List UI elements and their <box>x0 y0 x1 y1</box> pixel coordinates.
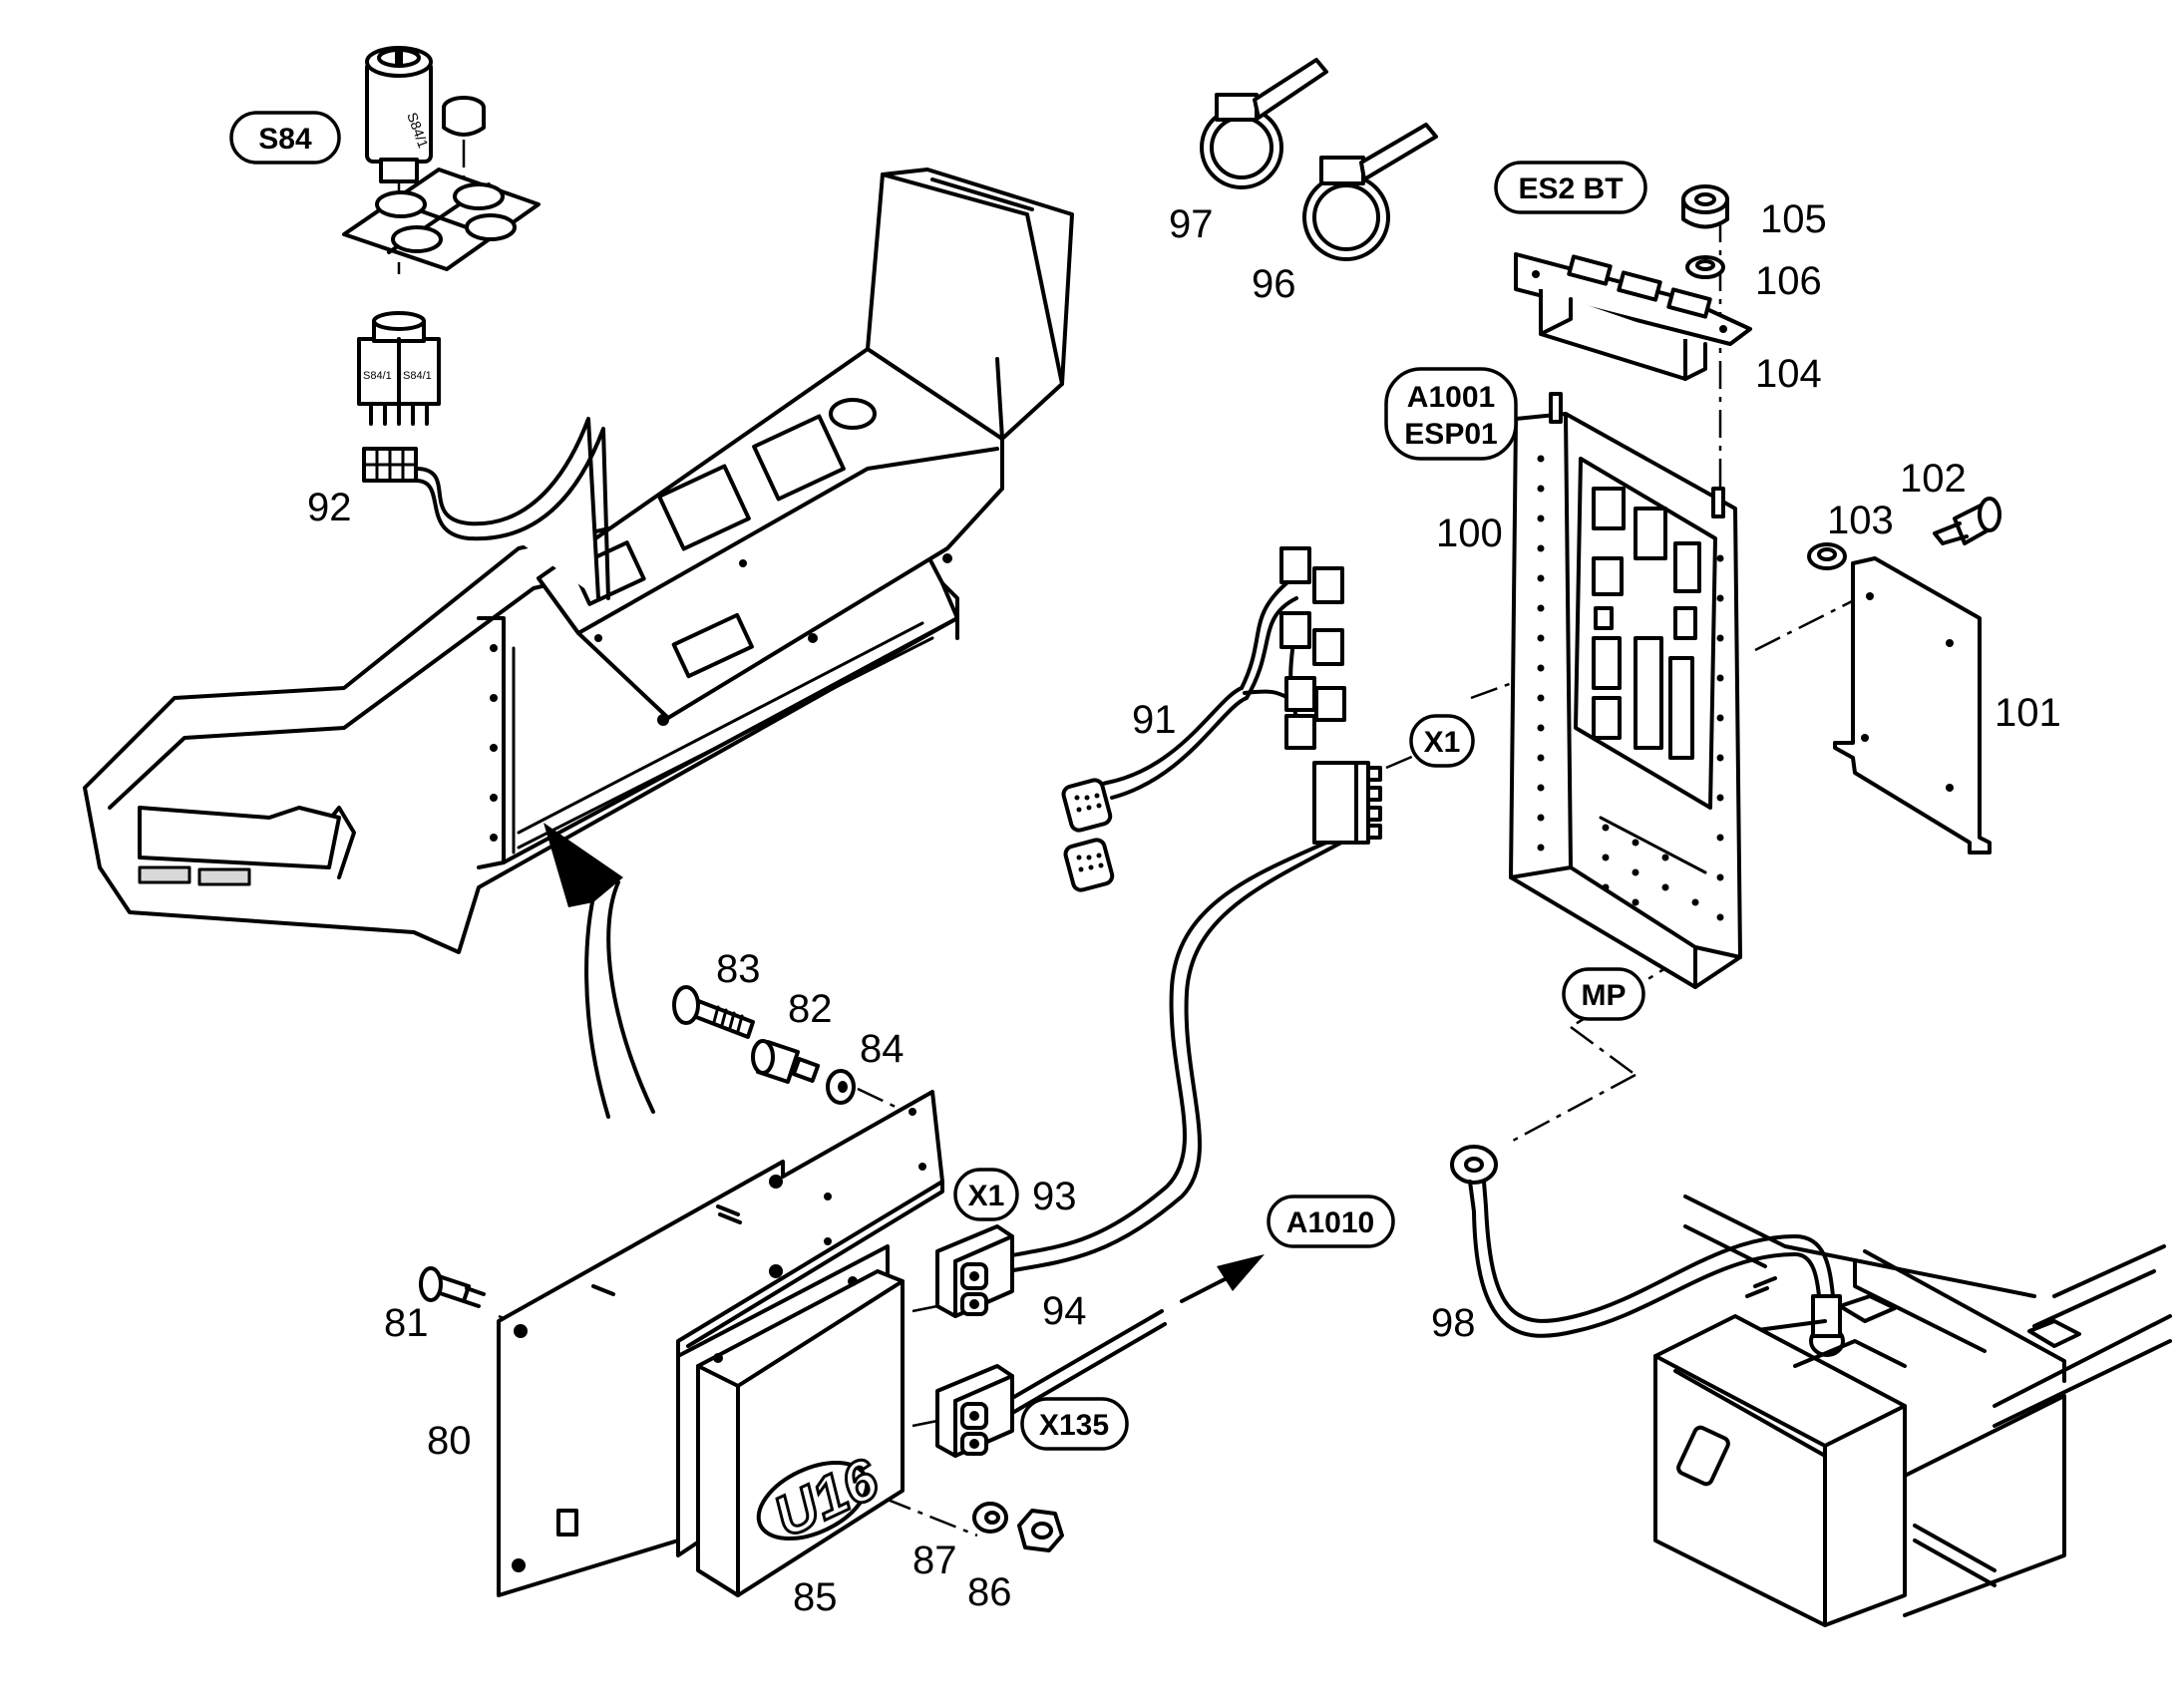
assembly-arrow <box>544 823 655 1119</box>
cable-93 <box>935 761 1382 1318</box>
tag-mp-text: MP <box>1582 979 1627 1012</box>
relay-board-es2bt <box>1514 252 1752 381</box>
fasteners <box>419 985 1064 1552</box>
tag-es2bt: ES2 BT <box>1494 161 1647 214</box>
tag-esp01-text: ESP01 <box>1404 418 1497 451</box>
tag-es2bt-text: ES2 BT <box>1518 172 1623 205</box>
callout-94: 94 <box>1042 1289 1087 1333</box>
wiring-harness-91 <box>1061 546 1346 892</box>
callout-81: 81 <box>384 1301 429 1345</box>
callout-104: 104 <box>1755 352 1822 396</box>
callout-87: 87 <box>912 1538 957 1582</box>
screw-102-washer-103 <box>1807 497 2001 570</box>
cable-94 <box>935 1254 1265 1458</box>
callout-96: 96 <box>1252 262 1296 306</box>
callout-80: 80 <box>427 1419 472 1463</box>
callout-92: 92 <box>307 486 352 529</box>
tag-x135: X135 <box>1020 1397 1129 1451</box>
callout-91: 91 <box>1132 698 1177 742</box>
control-unit-a1001 <box>1509 392 1742 989</box>
tag-x1-bottom: X1 <box>953 1168 1019 1221</box>
cover-plate-101 <box>1833 556 1992 854</box>
callout-106: 106 <box>1755 259 1822 303</box>
switch-body-print-right: S84/1 <box>403 370 432 382</box>
callout-85: 85 <box>793 1575 838 1619</box>
tag-x1-top: X1 <box>1409 714 1475 768</box>
ground-cable-98 <box>1450 1145 1845 1357</box>
tag-mp: MP <box>1562 967 1645 1021</box>
callout-97: 97 <box>1169 202 1214 246</box>
callout-103: 103 <box>1827 499 1894 542</box>
tag-x135-text: X135 <box>1039 1409 1109 1442</box>
battery-frame <box>1653 1195 2172 1627</box>
callout-102: 102 <box>1900 457 1967 501</box>
tag-a1001-text: A1001 <box>1407 381 1495 414</box>
tag-a1010: A1010 <box>1267 1195 1395 1248</box>
callout-83: 83 <box>716 947 761 991</box>
tag-a1001: A1001 ESP01 <box>1384 367 1518 461</box>
module-u16: U16 <box>676 1244 905 1597</box>
mounting-plate-80 <box>497 1090 944 1597</box>
tag-x1-top-text: X1 <box>1424 726 1461 759</box>
nut-and-washer-upper <box>1681 184 1729 279</box>
callout-numbers: 80 81 82 83 84 85 86 87 91 92 93 94 96 9… <box>307 197 2061 1619</box>
tag-s84: S84 <box>229 111 341 165</box>
key-switch-s84: S84/1 S84/1 S84/1 <box>342 46 610 600</box>
callout-93: 93 <box>1032 1175 1077 1218</box>
callout-82: 82 <box>788 987 833 1031</box>
callout-84: 84 <box>860 1027 905 1071</box>
tag-s84-text: S84 <box>258 123 312 156</box>
tag-a1010-text: A1010 <box>1286 1206 1374 1239</box>
callout-86: 86 <box>967 1570 1012 1614</box>
callout-100: 100 <box>1436 512 1503 555</box>
cable-ties <box>1200 58 1438 261</box>
callout-105: 105 <box>1760 197 1827 241</box>
callout-98: 98 <box>1431 1301 1476 1345</box>
switch-body-print-left: S84/1 <box>363 370 392 382</box>
tag-x1-bottom-text: X1 <box>968 1180 1005 1212</box>
dashboard-console <box>83 168 1074 954</box>
callout-101: 101 <box>1995 691 2061 735</box>
